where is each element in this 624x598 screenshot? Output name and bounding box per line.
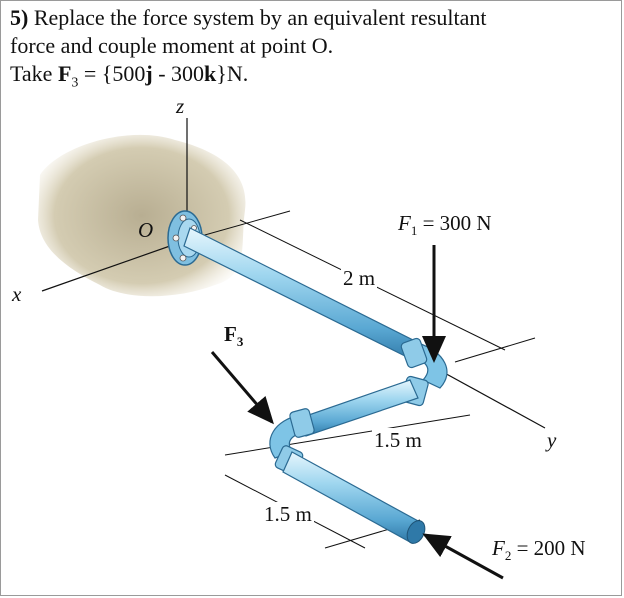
f2-value: = 200 N: [511, 536, 586, 560]
f3-label-subscript: 3: [236, 334, 244, 350]
f3-arrow: [210, 351, 274, 425]
problem-line-3: Take F3 = {500j - 300k}N.: [10, 60, 487, 97]
axis-label-y: y: [547, 428, 557, 452]
take-text: Take: [10, 61, 58, 86]
y-axis-line: [429, 364, 546, 429]
problem-line-2: force and couple moment at point O.: [10, 33, 334, 58]
unit-vector-k: k: [204, 61, 217, 86]
pipe-segment-1: [183, 227, 426, 363]
dimension-1-5m-middle: 1.5 m: [372, 428, 424, 453]
f3-subscript: 3: [71, 75, 79, 91]
f3-symbol: F: [57, 61, 72, 86]
wall-shadow: [38, 134, 246, 297]
origin-label: O: [138, 218, 154, 242]
f2-symbol: F: [492, 536, 505, 560]
x-axis-line: [41, 239, 188, 292]
f1-label: F1 = 300 N: [398, 211, 492, 239]
f1-subscript: 1: [410, 223, 418, 239]
f3-close: }N.: [216, 61, 249, 86]
f3-equals-open: = {500: [78, 61, 146, 86]
problem-line-1: 5) Replace the force system by an equiva…: [10, 4, 487, 32]
problem-number: 5): [10, 5, 29, 30]
f1-symbol: F: [398, 211, 411, 235]
dim-line-15m-a: [224, 414, 471, 456]
f3-minus: - 300: [152, 61, 205, 86]
f3-label-symbol: F: [224, 322, 237, 346]
f3-label: F3: [224, 322, 243, 350]
problem-line-1-text: Replace the force system by an equivalen…: [33, 5, 487, 30]
dim-ext-2m-right: [454, 337, 536, 363]
unit-vector-j: j: [145, 61, 153, 86]
dimension-1-5m-lower: 1.5 m: [262, 502, 314, 527]
pipe-segment-3: [282, 451, 426, 544]
f1-value: = 300 N: [417, 211, 492, 235]
dimension-2m: 2 m: [341, 266, 378, 291]
axis-label-x: x: [12, 282, 22, 306]
f2-arrow: [422, 533, 504, 580]
f2-subscript: 2: [504, 548, 512, 564]
axis-label-z: z: [176, 94, 185, 118]
f2-label: F2 = 200 N: [492, 536, 586, 564]
problem-statement: 5) Replace the force system by an equiva…: [10, 4, 487, 97]
